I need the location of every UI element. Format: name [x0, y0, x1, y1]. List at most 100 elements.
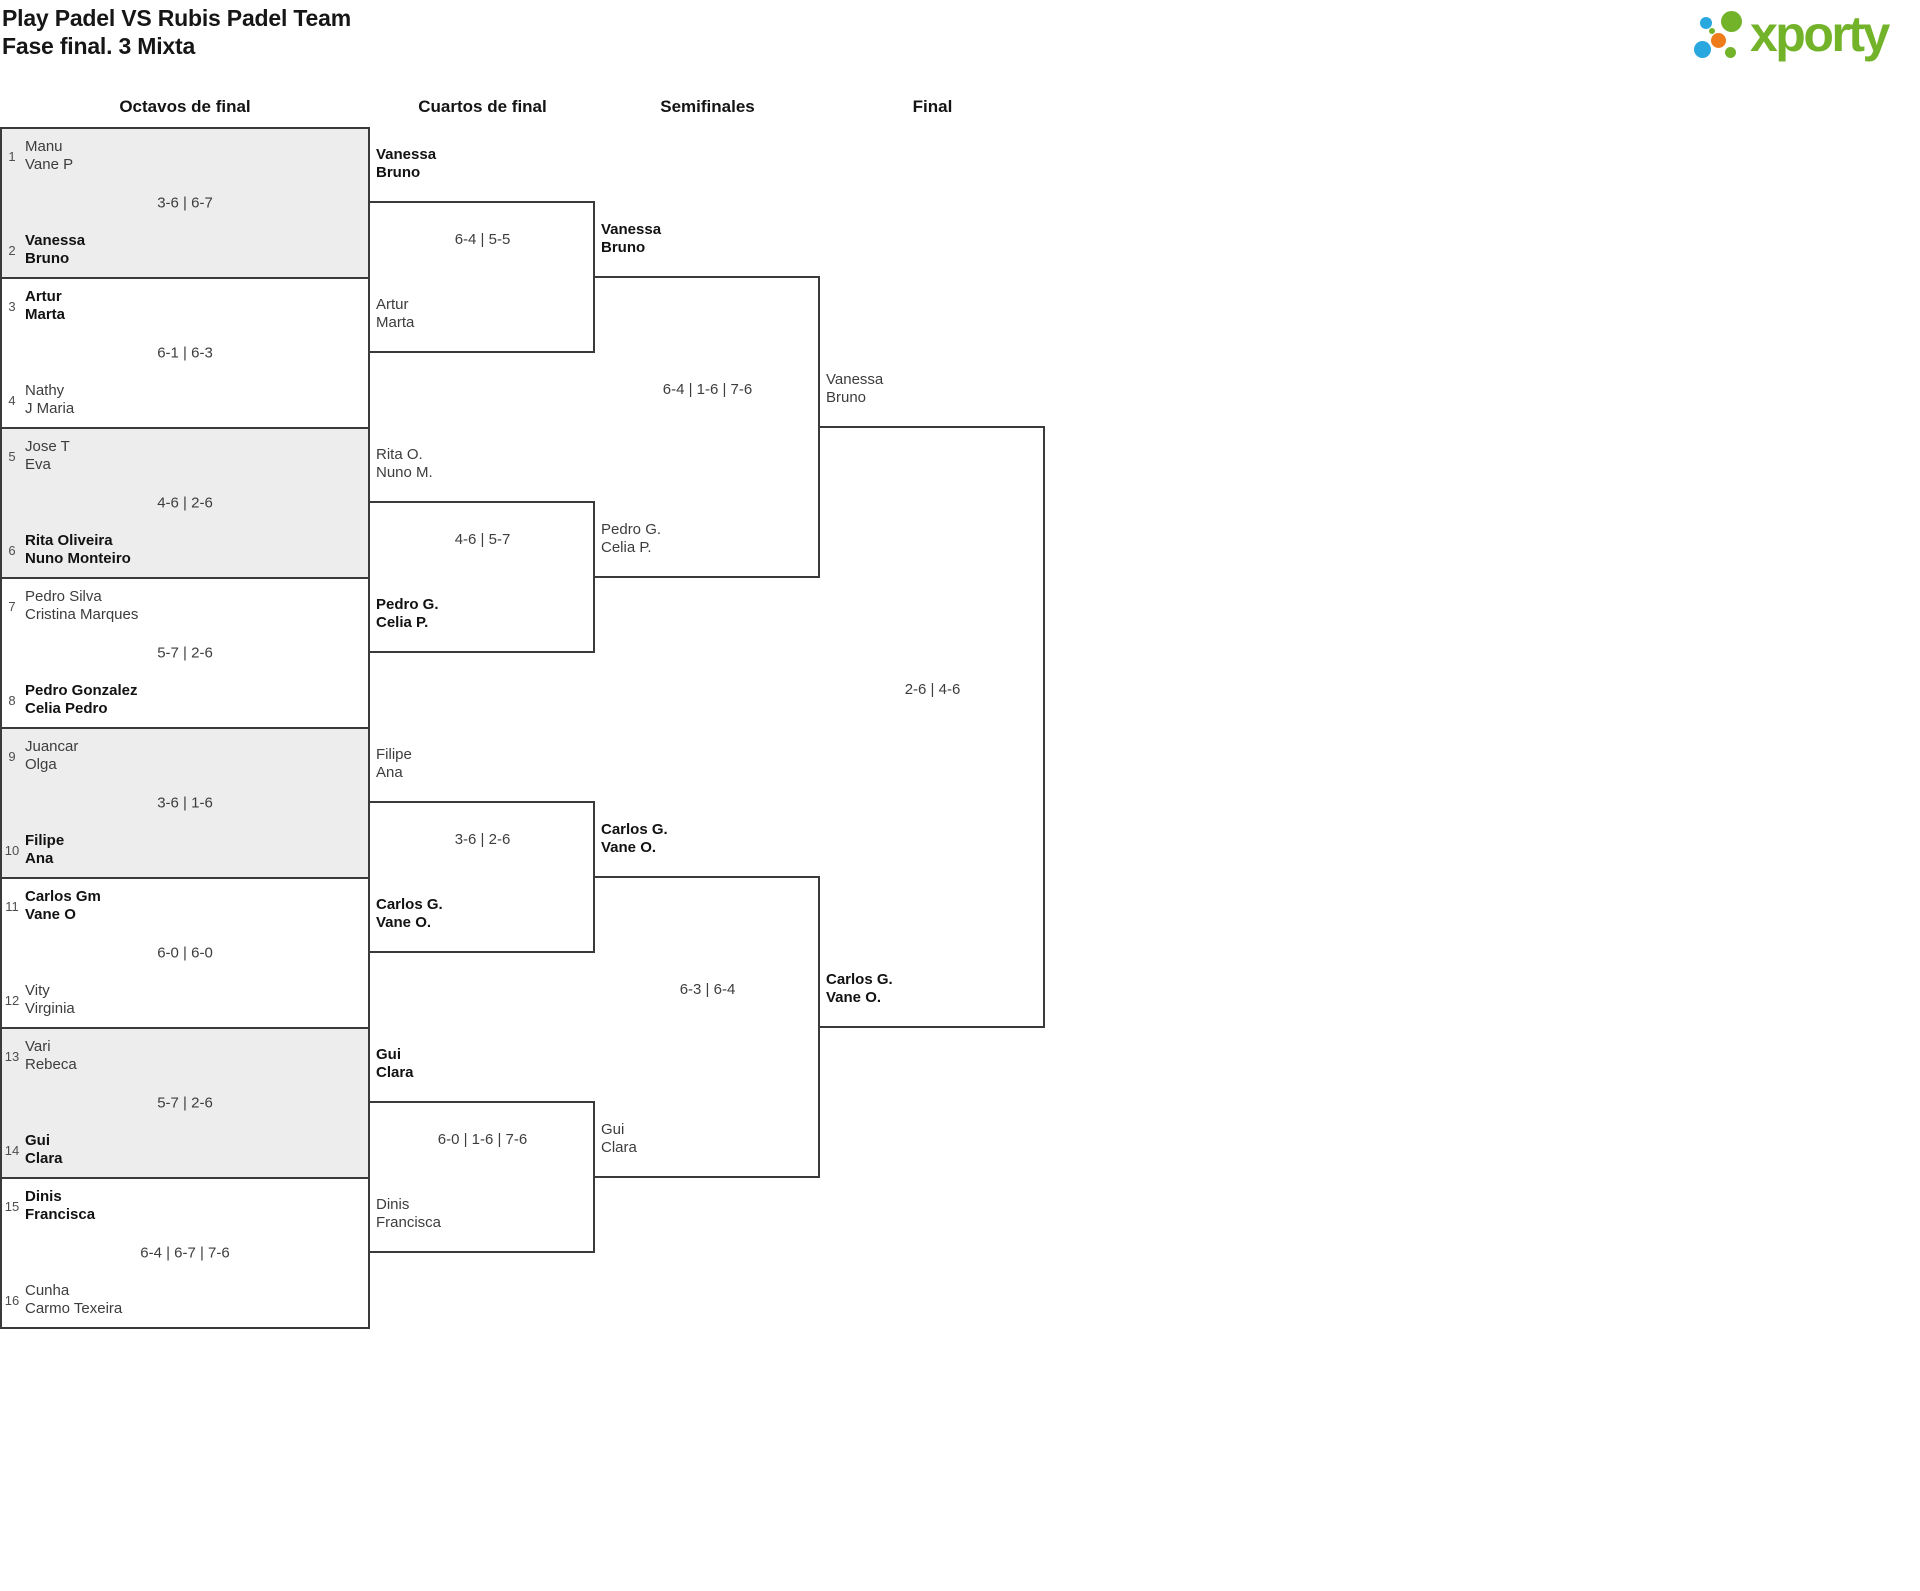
semifinal-1-score: 6-4 | 1-6 | 7-6	[662, 381, 753, 398]
logo-dot-orange	[1711, 33, 1726, 48]
cuartos-2-score: 4-6 | 5-7	[454, 531, 511, 548]
round-header-octavos: Octavos de final	[119, 97, 251, 116]
seed-number: 10	[4, 842, 20, 858]
seed-number: 9	[8, 748, 16, 764]
cuartos-3-score: 3-6 | 2-6	[454, 831, 511, 848]
match-score: 5-7 | 2-6	[157, 644, 213, 662]
match-score: 5-7 | 2-6	[157, 1094, 213, 1112]
connector-cuartos-2	[370, 501, 595, 653]
match-score: 4-6 | 2-6	[157, 494, 213, 512]
seed-number: 14	[4, 1142, 20, 1158]
final-team-2: Carlos G.Vane O.	[826, 971, 893, 1006]
seed-number: 13	[4, 1048, 20, 1064]
seed-number: 6	[8, 542, 16, 558]
connector-cuartos-3	[370, 801, 595, 953]
match-score: 6-1 | 6-3	[157, 344, 213, 362]
cuartos-1-score: 6-4 | 5-5	[454, 231, 511, 248]
cuartos-4-score: 6-0 | 1-6 | 7-6	[437, 1131, 528, 1148]
connector-cuartos-4	[370, 1101, 595, 1253]
logo-dot-blue-large	[1694, 41, 1711, 58]
connector-cuartos-1	[370, 201, 595, 353]
logo-dot-green-large	[1721, 11, 1742, 32]
seed-number: 5	[8, 448, 16, 464]
seed-number: 8	[8, 692, 16, 708]
semifinal-2-score: 6-3 | 6-4	[679, 981, 736, 998]
seed-number: 3	[8, 298, 16, 314]
header: Play Padel VS Rubis Padel Team Fase fina…	[2, 4, 351, 60]
seed-number: 15	[4, 1198, 20, 1214]
logo-dot-blue-small	[1700, 17, 1712, 29]
logo-wordmark: xporty	[1750, 6, 1890, 62]
seed-number: 1	[8, 148, 16, 164]
match-score: 6-0 | 6-0	[157, 944, 213, 962]
connector-final	[820, 426, 1045, 1028]
xporty-logo[interactable]: xporty	[1688, 2, 1918, 72]
match-score: 3-6 | 6-7	[157, 194, 213, 212]
round-header-final: Final	[912, 97, 953, 116]
page-subtitle: Fase final. 3 Mixta	[2, 33, 196, 59]
seed-number: 11	[5, 898, 19, 914]
cuartos-2-team-2: Pedro G.Celia P.	[376, 596, 439, 631]
semifinal-1-team-2: Pedro G.Celia P.	[601, 521, 662, 556]
page-title: Play Padel VS Rubis Padel Team	[2, 5, 351, 31]
seed-number: 4	[8, 392, 16, 408]
final-score: 2-6 | 4-6	[904, 681, 961, 698]
match-score: 6-4 | 6-7 | 7-6	[140, 1244, 230, 1262]
seed-number: 12	[4, 992, 20, 1008]
seed-number: 2	[8, 242, 16, 258]
round-header-semifinales: Semifinales	[660, 97, 755, 116]
seed-number: 7	[8, 598, 16, 614]
round-header-cuartos: Cuartos de final	[418, 97, 547, 116]
logo-dot-green-tiny	[1709, 28, 1715, 34]
cuartos-3-team-2: Carlos G.Vane O.	[376, 896, 443, 931]
semifinal-2-team-1: Carlos G.Vane O.	[601, 821, 668, 856]
connector-semifinal-2	[595, 876, 820, 1178]
seed-number: 16	[4, 1292, 20, 1308]
match-score: 3-6 | 1-6	[157, 794, 213, 812]
